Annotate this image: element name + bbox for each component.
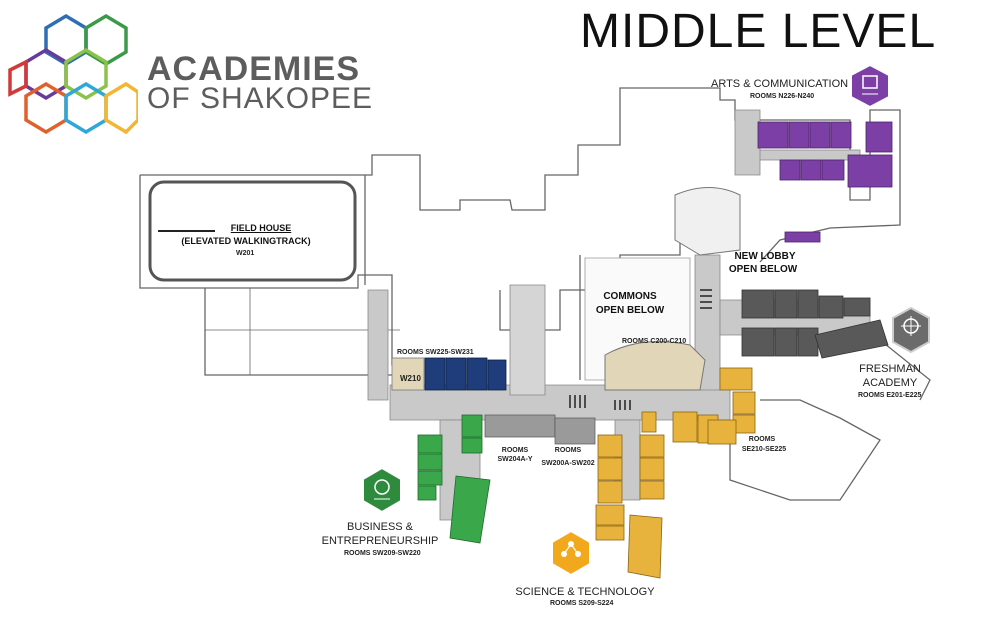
business-academy-name: BUSINESS &	[346, 521, 414, 533]
science-academy-icon	[551, 530, 591, 576]
commons-open-below: OPEN BELOW	[595, 305, 665, 316]
freshman-academy-icon	[892, 307, 930, 353]
field-house-title: FIELD HOUSE	[230, 223, 292, 233]
business-academy-icon	[362, 467, 402, 513]
commons-label: COMMONS	[603, 291, 657, 302]
new-lobby-label: NEW LOBBY	[734, 251, 796, 262]
science-academy-rooms: ROOMS S209-S224	[550, 600, 614, 607]
brand-name-line2: OF SHAKOPEE	[147, 82, 374, 115]
field-house-room: W201	[236, 250, 255, 257]
rooms-se210-range: SE210-SE225	[741, 446, 787, 453]
field-house-track	[148, 180, 357, 282]
business-academy-rooms: ROOMS SW209-SW220	[344, 550, 421, 557]
rooms-se210-label: ROOMS	[748, 436, 776, 443]
rooms-sw200-label: ROOMS	[554, 447, 582, 454]
rooms-sw204-range: SW204A-Y	[497, 456, 533, 463]
new-lobby-open-below: OPEN BELOW	[728, 264, 798, 275]
academies-logo-icon	[8, 13, 138, 135]
rooms-c200-label: ROOMS C200-C210	[622, 338, 687, 345]
science-academy-name: SCIENCE & TECHNOLOGY	[515, 586, 655, 598]
rooms-sw200-range: SW200A-SW202	[541, 460, 595, 467]
freshman-academy-rooms: ROOMS E201-E225	[858, 392, 922, 399]
rooms-sw225-label: ROOMS SW225-SW231	[397, 349, 474, 356]
arts-academy-rooms: ROOMS N226-N240	[750, 93, 815, 100]
freshman-academy-name-2: ACADEMY	[862, 377, 918, 389]
page-title: MIDDLE LEVEL	[580, 5, 937, 58]
rooms-sw204-label: ROOMS	[501, 447, 529, 454]
arts-academy-icon	[850, 64, 890, 108]
freshman-academy-name: FRESHMAN	[859, 363, 921, 375]
brand-name-line1: ACADEMIES	[147, 50, 361, 88]
business-academy-name-2: ENTREPRENEURSHIP	[321, 535, 439, 547]
field-house-subtitle: (ELEVATED WALKINGTRACK)	[181, 236, 311, 246]
arts-academy-name: ARTS & COMMUNICATION	[711, 78, 849, 90]
w210-label: W210	[400, 374, 421, 383]
